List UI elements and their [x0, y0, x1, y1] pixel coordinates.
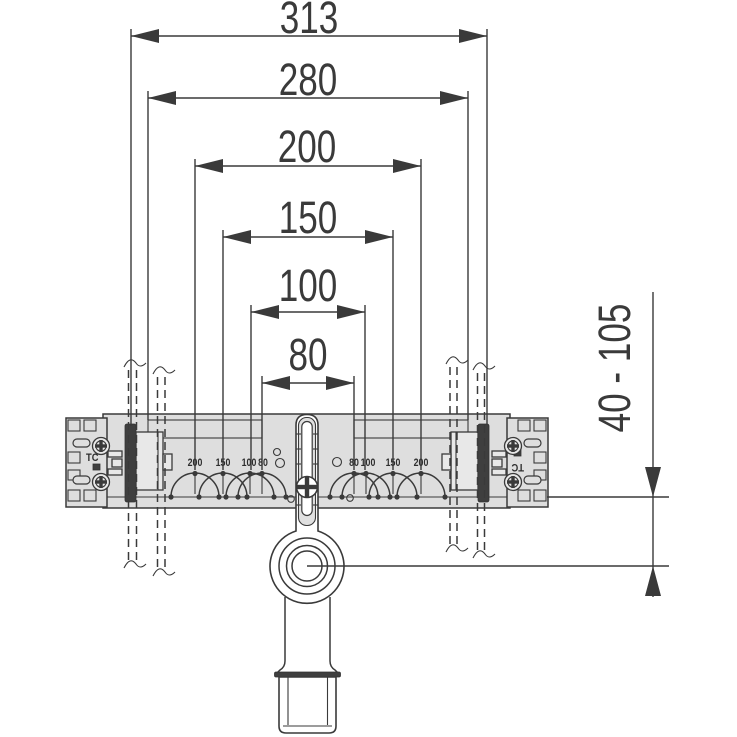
pipe-break-mark: [472, 550, 496, 559]
dimension-313: 313: [130, 0, 488, 426]
pipe-break-mark: [123, 359, 147, 368]
slot-hole: [523, 438, 542, 448]
pivot-hole: [274, 457, 286, 469]
pipe-body: [278, 676, 337, 734]
dimension-280: 280: [147, 54, 469, 420]
pipe-break-mark: [152, 366, 176, 375]
dimension-150: 150: [222, 192, 394, 470]
swing-arcs-right: [327, 470, 448, 502]
hidden-pipe-left: [123, 359, 176, 577]
pivot-hole: [331, 456, 343, 468]
screw: [503, 436, 523, 456]
slot-hole: [523, 475, 542, 485]
pipe-break-mark: [472, 362, 496, 371]
scale-label: 100: [361, 457, 376, 469]
dimension-80: 80: [261, 329, 355, 470]
plate-left-label: TC: [86, 452, 99, 464]
slider-screw: [295, 475, 319, 499]
dimension-40-105: 40 - 105: [307, 292, 669, 597]
dimension-100: 100: [250, 260, 366, 470]
screw: [91, 472, 111, 492]
wall-plate-left: TC: [65, 417, 173, 508]
scale-label: 100: [242, 457, 257, 469]
dimension-200-label: 200: [278, 121, 337, 172]
clamp-bar-left: [124, 423, 137, 503]
pipe-break-mark: [152, 568, 176, 577]
wall-plate-right: TC: [441, 417, 549, 508]
slider-block-left: [135, 431, 164, 491]
pivot-hole: [272, 447, 282, 457]
slider-slot: [301, 420, 313, 517]
dimension-313-label: 313: [280, 0, 339, 43]
dimension-280-label: 280: [279, 54, 338, 105]
slot-hole: [72, 475, 91, 485]
dimension-200: 200: [194, 121, 422, 470]
hidden-pipe-right: [445, 356, 496, 559]
slider-block-right: [450, 431, 479, 491]
pipe-break-mark: [445, 544, 469, 553]
dimension-150-label: 150: [279, 192, 338, 243]
plate-right-label: TC: [511, 461, 524, 473]
clamp-bar-right: [477, 423, 490, 503]
pipe-break-mark: [445, 356, 469, 365]
dimension-80-label: 80: [288, 329, 327, 380]
dimension-100-label: 100: [279, 260, 338, 311]
center-outlet-assembly: [269, 413, 345, 734]
slot-hole: [72, 438, 91, 448]
dimension-40-105-label: 40 - 105: [589, 304, 640, 433]
outlet-pipe: [274, 597, 341, 734]
plate-left-mark: [92, 463, 101, 471]
swing-arcs-left: [168, 470, 295, 503]
pipe-break-mark: [123, 560, 147, 569]
scale-label: 80: [258, 457, 268, 469]
screw: [91, 436, 111, 456]
screw: [503, 472, 523, 492]
